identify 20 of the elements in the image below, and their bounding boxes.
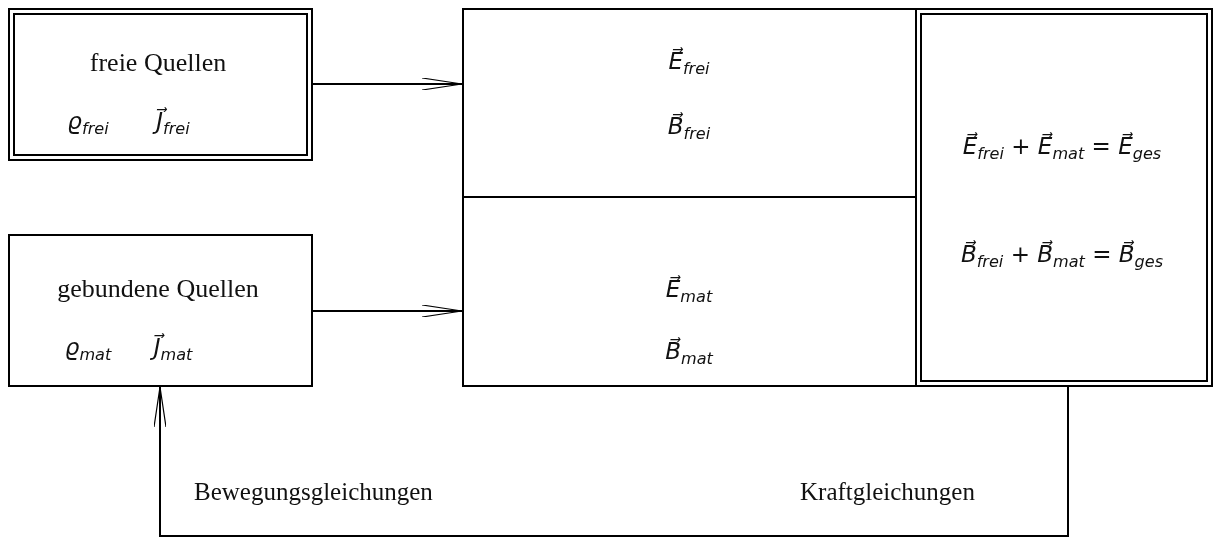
box xyxy=(462,196,917,387)
equation-caption: Bewegungsgleichungen xyxy=(194,478,433,506)
box xyxy=(8,8,313,161)
box-title: freie Quellen xyxy=(89,48,227,78)
equation-caption: Kraftgleichungen xyxy=(800,478,975,506)
formula: E⃗$_{frei}$ + E⃗$_{mat}$ = E⃗$_{ges}$ xyxy=(962,133,1162,163)
formula: B⃗$_{mat}$ xyxy=(665,338,713,368)
arrow xyxy=(312,77,463,91)
box xyxy=(8,234,313,387)
formula: ϱ$_{mat}$ xyxy=(64,334,112,364)
formula: E⃗$_{frei}$ xyxy=(668,48,710,78)
arrow xyxy=(312,304,463,318)
arrow xyxy=(153,386,1069,537)
formula: E⃗$_{mat}$ xyxy=(665,276,713,306)
formula: B⃗$_{frei}$ + B⃗$_{mat}$ = B⃗$_{ges}$ xyxy=(960,241,1164,271)
formula: B⃗$_{frei}$ xyxy=(667,113,711,143)
box-title: gebundene Quellen xyxy=(57,274,259,304)
formula: ϱ$_{frei}$ xyxy=(67,108,109,138)
box xyxy=(462,8,917,198)
box xyxy=(915,8,1213,387)
